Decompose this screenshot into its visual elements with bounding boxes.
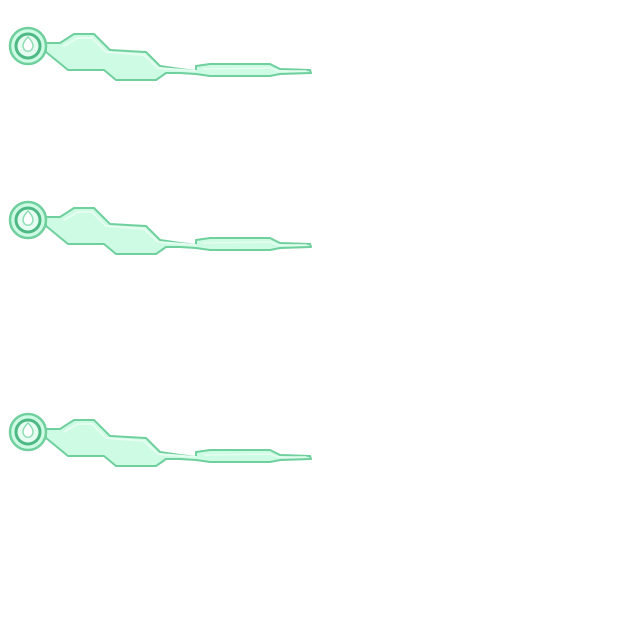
- clock-hand-icon: [0, 22, 320, 86]
- clock-hand-icon: [0, 408, 320, 472]
- clock-hand-icon: [8, 200, 313, 256]
- clock-hand-icon: [0, 196, 320, 260]
- clock-hand-icon: [8, 26, 313, 82]
- clock-hand-icon: [8, 412, 313, 468]
